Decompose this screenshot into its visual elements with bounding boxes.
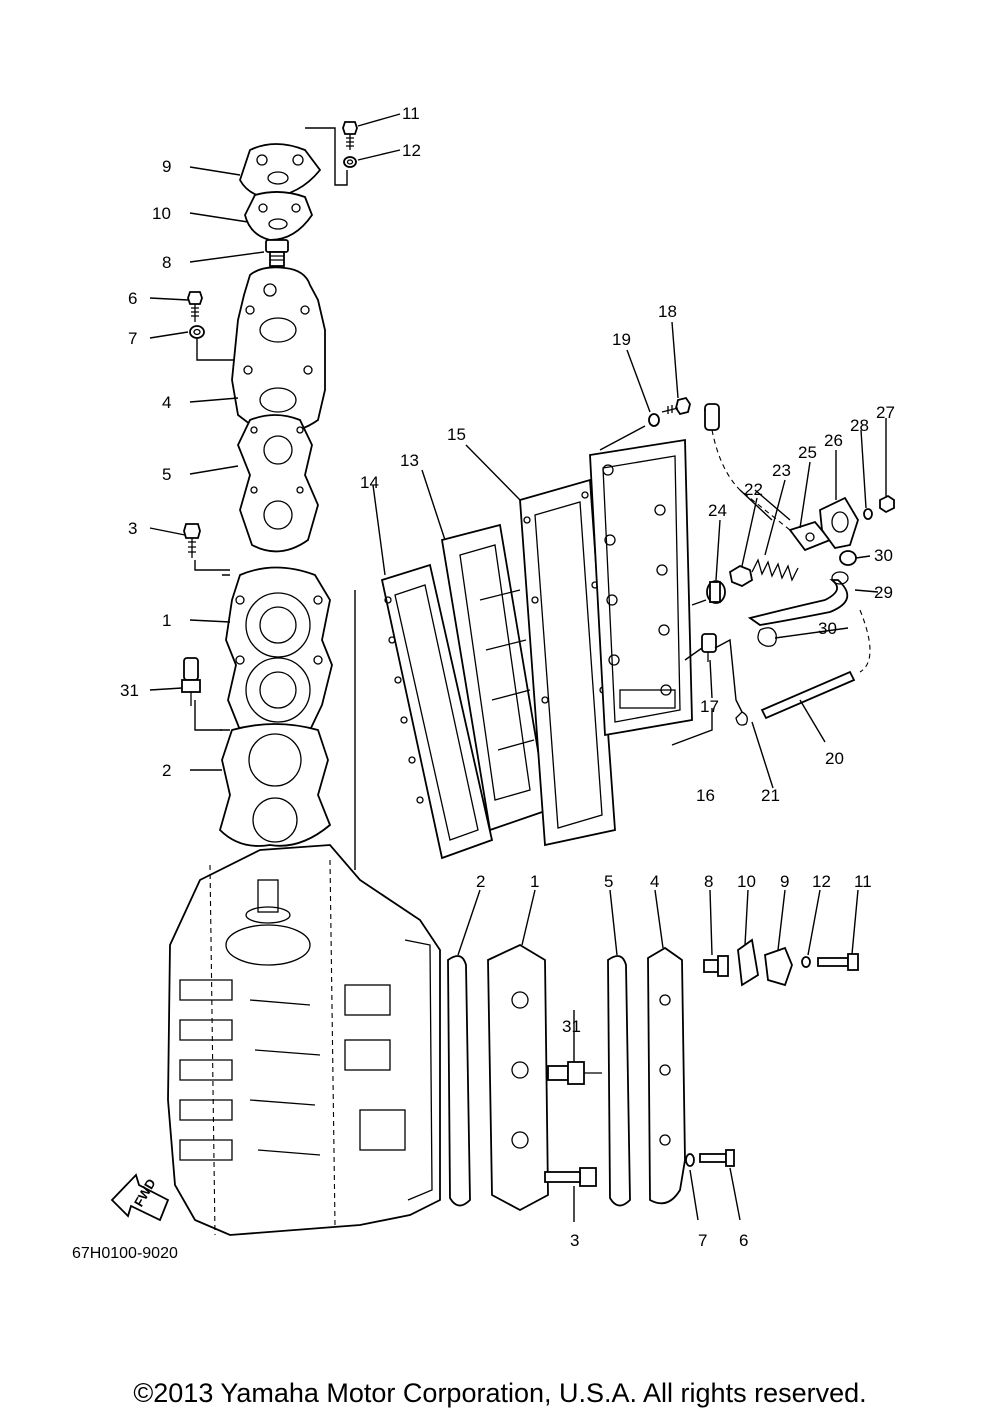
callout-20: 20 [825,749,844,768]
callout-9: 9 [162,157,171,176]
washer-28 [863,508,873,520]
cylinder-head-stack [181,121,358,847]
callout-12: 12 [402,141,421,160]
side-bolt-11 [817,953,859,971]
fitting-17 [701,633,717,662]
washer-19 [648,413,660,427]
washer-7 [189,325,205,339]
side-callout-6: 6 [739,1231,748,1250]
callout-25: 25 [798,443,817,462]
callout-6: 6 [128,289,137,308]
clip-30 [839,550,857,566]
plug-24 [706,580,726,604]
side-bolt-3 [544,1167,597,1222]
callout-10: 10 [152,204,171,223]
copyright-text: ©2013 Yamaha Motor Corporation, U.S.A. A… [133,1378,867,1408]
head-gasket-2 [218,723,332,847]
callout-13: 13 [400,451,419,470]
callout-23: 23 [772,461,791,480]
callout-7: 7 [128,329,137,348]
side-washer-12 [801,956,811,968]
callouts-right: 18 19 15 13 14 24 22 23 25 26 28 27 30 2… [360,302,895,805]
side-gasket-10 [737,938,759,987]
side-callout-7: 7 [698,1231,707,1250]
part-code: 67H0100-9020 [72,1245,178,1262]
side-callout-8: 8 [704,872,713,891]
washer-12 [343,156,357,168]
callout-2: 2 [162,761,171,780]
gasket-14 [380,563,494,860]
side-cover-9 [764,946,793,987]
bolt-6 [187,291,203,322]
side-callout-2: 2 [476,872,485,891]
head-cover-4 [231,266,326,434]
callout-31: 31 [120,681,139,700]
gasket-5 [237,414,319,553]
side-spark-plug-31 [547,1010,602,1085]
callout-29: 29 [874,583,893,602]
clamp-21 [735,711,748,726]
side-callout-5: 5 [604,872,613,891]
side-callout-9: 9 [780,872,789,891]
callout-1: 1 [162,611,171,630]
side-head-1 [487,943,549,1212]
callout-11: 11 [402,104,420,123]
spark-plug-31 [181,657,201,706]
side-callout-4: 4 [650,872,659,891]
bolt-11 [342,121,358,150]
callout-5: 5 [162,465,171,484]
callouts-top: 11 12 9 10 8 6 7 4 5 3 1 31 2 [120,104,421,780]
side-bolt-6 [699,1149,735,1167]
callout-19: 19 [612,330,631,349]
side-callout-3: 3 [570,1231,579,1250]
callout-24: 24 [708,501,727,520]
hose-29 [747,571,849,626]
side-cover-4 [647,946,686,1205]
side-gasket-5 [607,955,631,1207]
bolt-27 [879,494,895,514]
callout-26: 26 [824,431,843,450]
callouts-side: 2 1 5 4 8 10 9 12 11 31 3 7 6 [476,872,872,1250]
engine-block [167,574,441,1236]
exhaust-outer-cover [589,438,693,737]
callout-14: 14 [360,473,379,492]
side-valve-8 [703,955,729,977]
callout-28: 28 [850,416,869,435]
callout-8: 8 [162,253,171,272]
gasket-10 [244,191,314,241]
clip-30-lower [757,627,777,647]
callout-30-lower: 30 [818,619,837,638]
callout-22: 22 [744,480,763,499]
side-callout-1: 1 [530,872,539,891]
fwd-arrow-icon: FWD [110,1173,170,1222]
callout-17: 17 [700,697,719,716]
callout-27: 27 [876,403,895,422]
bolt-18 [661,396,691,416]
side-gasket-2 [447,955,471,1207]
callout-18: 18 [658,302,677,321]
callout-30: 30 [874,546,893,565]
cylinder-head-1 [225,566,333,739]
side-callout-12: 12 [812,872,831,891]
nut-22 [728,564,754,588]
callout-4: 4 [162,393,171,412]
side-view-stack [447,889,859,1222]
hose-20 [760,670,856,720]
thermostat-cover-26 [819,496,859,549]
callout-21: 21 [761,786,780,805]
spring-23 [751,558,799,582]
callout-15: 15 [447,425,466,444]
callout-3: 3 [128,519,137,538]
side-callout-31: 31 [562,1017,581,1036]
side-washer-7 [685,1153,695,1167]
side-callout-11: 11 [854,872,872,891]
cover-9 [239,143,322,199]
side-callout-10: 10 [737,872,756,891]
bolt-3 [183,523,201,558]
callout-16: 16 [696,786,715,805]
exhaust-cover-stack [380,396,895,860]
valve-8 [265,239,289,267]
